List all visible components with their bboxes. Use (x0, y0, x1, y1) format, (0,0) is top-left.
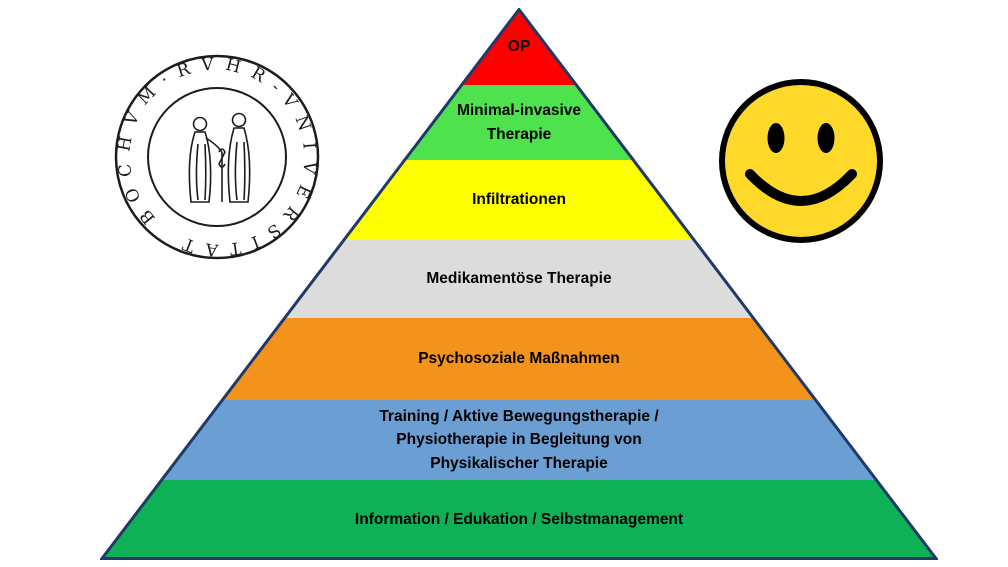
pyramid-level-infiltrationen: Infiltrationen (100, 160, 938, 240)
pyramid-level-label-op: OP (507, 37, 531, 55)
treatment-pyramid: OP Minimal-invasive Therapie Infiltratio… (100, 8, 938, 560)
pyramid-level-label-information-edukation: Information / Edukation / Selbstmanageme… (354, 511, 684, 529)
pyramid-level-label-psychosoziale-massnahmen: Psychosoziale Maßnahmen (418, 350, 620, 368)
pyramid-level-label-minimal-invasive: Minimal-invasive Therapie (456, 102, 582, 143)
pyramid-levels: OP Minimal-invasive Therapie Infiltratio… (100, 8, 938, 560)
pyramid-level-information-edukation: Information / Edukation / Selbstmanageme… (100, 480, 938, 560)
pyramid-level-training-physiotherapie: Training / Aktive Bewegungstherapie / Ph… (100, 399, 938, 480)
pyramid-level-minimal-invasive: Minimal-invasive Therapie (100, 85, 938, 161)
pyramid-level-label-training-physiotherapie: Training / Aktive Bewegungstherapie / Ph… (379, 408, 659, 472)
pyramid-level-medikamentoese-therapie: Medikamentöse Therapie (100, 240, 938, 318)
pyramid-level-label-infiltrationen: Infiltrationen (472, 191, 566, 209)
pyramid-level-op: OP (100, 8, 938, 85)
pyramid-level-label-medikamentoese-therapie: Medikamentöse Therapie (426, 270, 612, 288)
pyramid-level-psychosoziale-massnahmen: Psychosoziale Maßnahmen (100, 318, 938, 401)
